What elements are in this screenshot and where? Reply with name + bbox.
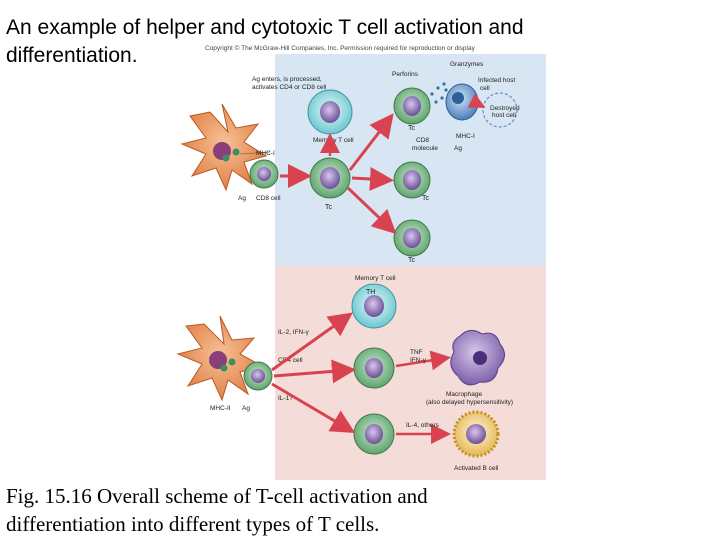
infected-host-label-2: cell: [480, 85, 490, 92]
tc-cell-upper: [393, 87, 431, 125]
activated-b-cell: [452, 410, 500, 458]
tnf-label-2: IFN-γ: [410, 357, 427, 364]
cd8-cell: [249, 159, 279, 189]
cd4-cell-label: CD4 cell: [278, 357, 303, 364]
memory-t-cell-top-label: Memory T cell: [313, 137, 354, 144]
th-label: TH: [366, 289, 375, 296]
memory-t-cell-bottom: [351, 283, 397, 329]
memory-t-cell-bottom-label: Memory T cell: [355, 275, 396, 282]
il1-label: IL-1?: [278, 395, 293, 402]
t-cell-activation-figure: Ag enters, is processed, activates CD4 o…: [170, 54, 546, 480]
mhc1-left-label: MHC-I: [256, 150, 275, 157]
tc-cell-middle: [393, 161, 431, 199]
slide-title: An example of helper and cytotoxic T cel…: [6, 16, 524, 67]
ag-note-line1: Ag enters, is processed,: [252, 76, 322, 83]
perforins-label: Perforins: [392, 71, 419, 78]
apc-top: [180, 103, 268, 192]
tc-label-3: Tc: [408, 257, 416, 264]
th-cell-middle: [353, 347, 395, 389]
infected-host-cell: [445, 83, 479, 121]
destroyed-label-2: host cell: [492, 112, 516, 119]
mhc1-right-label: MHC-I: [456, 133, 475, 140]
cd8-cell-label: CD8 cell: [256, 195, 281, 202]
activated-b-label: Activated B cell: [454, 465, 499, 472]
tc-cell-center: [309, 157, 351, 199]
ag-bottom-label: Ag: [242, 405, 250, 412]
tc-label-2: Tc: [422, 195, 430, 202]
ag-right-label: Ag: [454, 145, 462, 152]
macrophage-label-2: (also delayed hypersensitivity): [426, 399, 513, 406]
ag-note-line2: activates CD4 or CD8 cell: [252, 84, 327, 91]
tc-center-label: Tc: [325, 204, 333, 211]
granzymes-label: Granzymes: [450, 61, 484, 68]
perforin-granules: [430, 82, 448, 104]
tc-label-1: Tc: [408, 125, 416, 132]
th-cell-lower: [353, 413, 395, 455]
ag-left-label: Ag: [238, 195, 246, 202]
macrophage-label-1: Macrophage: [446, 391, 483, 398]
figure-svg: Ag enters, is processed, activates CD4 o…: [176, 54, 546, 480]
cd8-molecule-label-1: CD8: [416, 137, 429, 144]
macrophage: [450, 330, 505, 386]
copyright-notice: Copyright © The McGraw-Hill Companies, I…: [205, 45, 475, 52]
il4-label: IL-4, others: [406, 422, 440, 429]
cd8-molecule-label-2: molecule: [412, 145, 438, 152]
mhc2-label: MHC-II: [210, 405, 231, 412]
cd4-cell: [243, 361, 273, 391]
tc-cell-lower: [393, 219, 431, 257]
figure-caption: Fig. 15.16 Overall scheme of T-cell acti…: [6, 484, 428, 536]
destroyed-label-1: Destroyed: [490, 105, 520, 112]
il2-label: IL-2, IFN-γ: [278, 329, 309, 336]
destroyed-host-cell: [482, 92, 518, 128]
tnf-label-1: TNF: [410, 349, 423, 356]
apc-bottom: [176, 315, 264, 402]
memory-t-cell-top: [307, 89, 353, 135]
infected-host-label-1: Infected host: [478, 77, 515, 84]
